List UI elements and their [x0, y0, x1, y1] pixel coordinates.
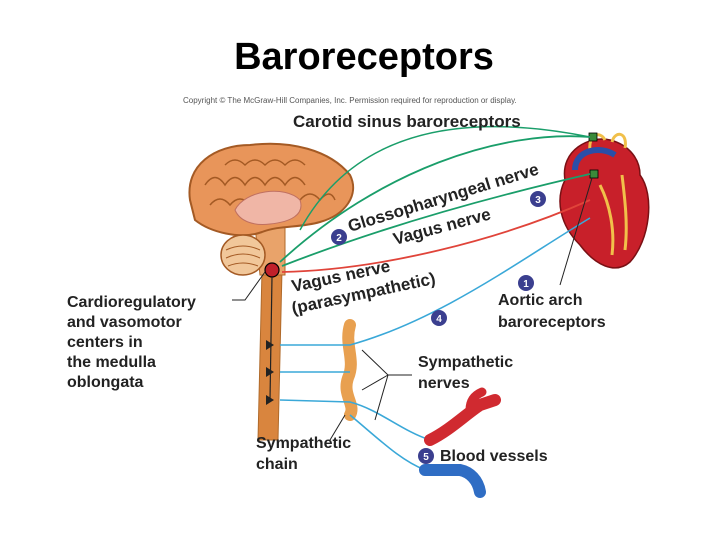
spinal-cord [257, 269, 283, 441]
aorta [572, 147, 617, 171]
red-vessel-branch [465, 387, 487, 415]
step-1-badge: 1 [518, 275, 534, 291]
vagus-parasympathetic-nerve-path [281, 199, 591, 273]
cardioregulatory-label-5: oblongata [67, 374, 144, 391]
aortic-arch-label-1: Aortic arch [498, 292, 582, 309]
sympathetic-output-path-3 [279, 399, 431, 441]
sympathetic-output-path-1 [280, 217, 591, 346]
cardioregulatory-label-4: the medulla [67, 354, 156, 371]
step-1-text: 1 [523, 279, 529, 290]
brain-cerebrum [188, 142, 355, 237]
step-3-badge: 3 [530, 191, 546, 207]
sympathetic-chain-label-2: chain [256, 456, 298, 473]
step-4-text: 4 [436, 314, 442, 325]
step-4-badge: 4 [431, 310, 447, 326]
vagus-sensory-nerve-path [281, 173, 591, 267]
glossopharyngeal-nerve-path [279, 135, 591, 263]
sympathetic-nerves-label-2: nerves [418, 375, 470, 392]
heart [559, 138, 650, 269]
step-5-badge: 5 [418, 448, 434, 464]
step-2-text: 2 [336, 233, 342, 244]
copyright-notice: Copyright © The McGraw-Hill Companies, I… [183, 96, 517, 105]
sympathetic-nerves-label-1: Sympathetic [418, 354, 513, 371]
carotid-sinus-marker [588, 132, 598, 142]
arrow-1 [266, 340, 274, 350]
red-blood-vessel [424, 394, 501, 446]
carotid-sinus-label: Carotid sinus baroreceptors [293, 112, 521, 131]
pointer-sympathetic-chain [329, 414, 346, 441]
carotid-to-medulla-path [299, 125, 591, 231]
brain-cerebellum [220, 234, 266, 276]
pointer-aortic [559, 177, 593, 286]
step-2-badge: 2 [331, 229, 347, 245]
slide-title: Baroreceptors [234, 36, 494, 78]
blood-vessels-label: Blood vessels [440, 448, 548, 465]
sympathetic-chain-label-1: Sympathetic [256, 435, 351, 452]
step-3-text: 3 [535, 195, 541, 206]
cardioregulatory-label-1: Cardioregulatory [67, 294, 196, 311]
step-5-text: 5 [423, 452, 429, 463]
sympathetic-chain [340, 319, 358, 421]
medulla-center-marker [264, 262, 280, 278]
cardioregulatory-label-2: and vasomotor [67, 314, 182, 331]
cardioregulatory-label-3: centers in [67, 334, 143, 351]
brain-folds [204, 159, 336, 207]
brain-inner [234, 190, 302, 225]
pointer-sympathetic-nerves [361, 349, 412, 421]
aortic-arch-label-2: baroreceptors [498, 314, 606, 331]
cerebellum-folds [225, 245, 261, 267]
aortic-arch-marker [589, 169, 599, 179]
blue-blood-vessel [419, 464, 486, 498]
sympathetic-output-path-4 [349, 414, 426, 471]
pointer-cardioregulatory [232, 271, 266, 301]
spinal-descending-line [269, 276, 273, 401]
